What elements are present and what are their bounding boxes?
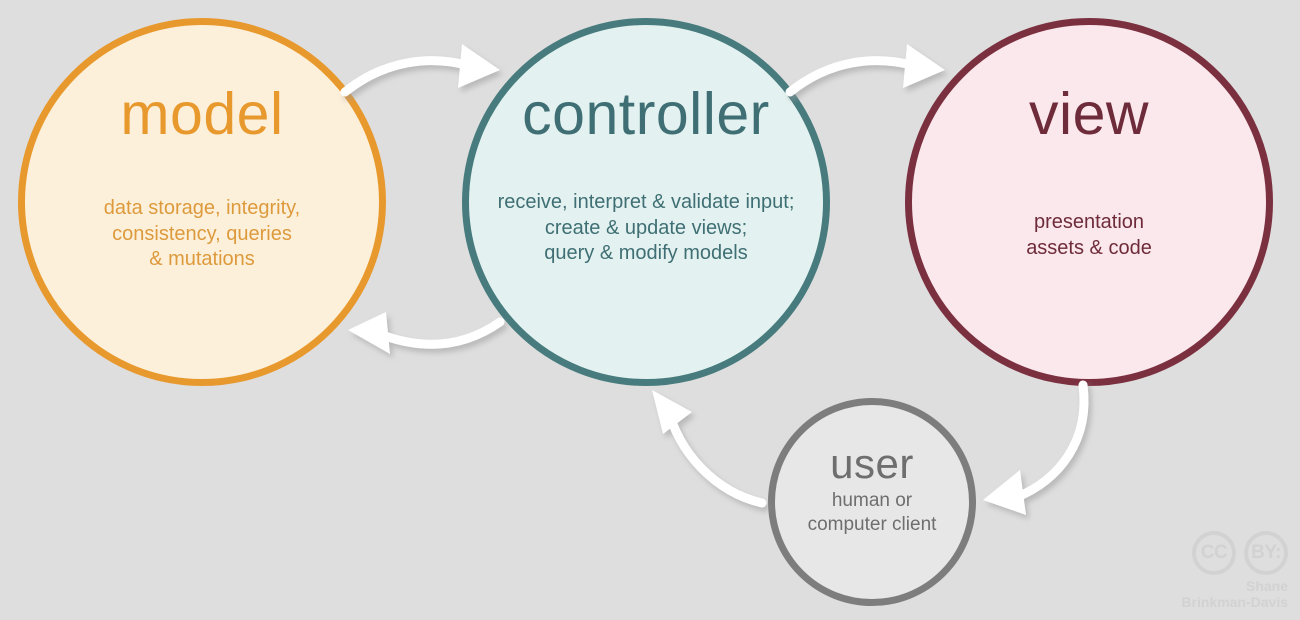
arrow-controller-to-view [785,44,945,97]
cc-mark-group: CC BY: [1160,530,1288,575]
attribution-icon: BY: [1244,530,1288,575]
node-view[interactable]: view presentation assets & code [905,18,1273,386]
node-controller[interactable]: controller receive, interpret & validate… [462,18,830,386]
node-view-title: view [1028,81,1150,147]
arrow-controller-to-model [348,312,505,354]
creative-commons-icon: CC [1192,530,1236,575]
arrow-model-to-controller [340,44,500,97]
node-user-title: user [830,440,914,487]
arrow-user-to-controller [652,390,767,508]
node-model-description: data storage, integrity, consistency, qu… [103,197,301,271]
node-controller-title: controller [522,81,770,147]
node-model-title: model [120,81,284,147]
node-model[interactable]: model data storage, integrity, consisten… [18,18,386,386]
node-user[interactable]: user human or computer client [768,398,976,606]
creative-commons-badge: CC BY: Shane Brinkman-Davis [1160,530,1288,610]
author-credit: Shane Brinkman-Davis [1181,577,1288,610]
node-view-description: presentation assets & code [1026,211,1152,259]
arrow-view-to-user [983,380,1089,515]
node-user-description: human or computer client [807,490,937,536]
node-controller-description: receive, interpret & validate input; cre… [497,191,795,265]
